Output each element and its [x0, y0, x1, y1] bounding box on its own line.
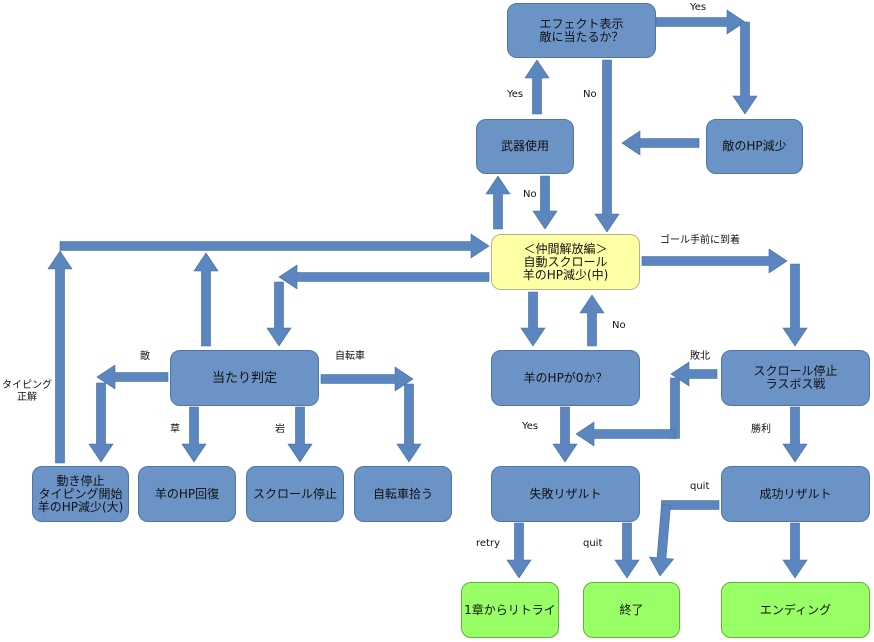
flow-arrow: [181, 406, 207, 463]
flow-arrow: [524, 59, 550, 115]
flow-arrow: [579, 294, 605, 347]
flow-arrow: [655, 9, 746, 35]
label-grass: 草: [170, 424, 180, 435]
node-fail-result: 失敗リザルト: [491, 466, 640, 522]
flow-arrow: [641, 248, 788, 274]
node-auto-scroll: ＜仲間解放編＞ 自動スクロール 羊のHP減少(中): [491, 234, 640, 290]
flow-arrow: [88, 382, 114, 463]
flow-arrow: [278, 264, 490, 290]
label-no-weapon: No: [523, 189, 537, 200]
node-sheep-heal: 羊のHP回復: [138, 466, 236, 522]
label-bike: 自転車: [335, 351, 365, 362]
node-collision: 当たり判定: [170, 350, 319, 406]
node-scroll-stop-boss: スクロール停止 ラスボス戦: [721, 350, 870, 406]
flow-arrow: [649, 504, 675, 577]
label-no-return: No: [612, 320, 626, 331]
node-weapon: 武器使用: [476, 119, 574, 174]
label-retry: retry: [476, 538, 500, 549]
node-scroll-stop: スクロール停止: [246, 466, 344, 522]
node-bike-pickup: 自転車拾う: [354, 466, 452, 522]
label-goal: ゴール手前に到着: [660, 235, 740, 246]
label-quit-success: quit: [690, 481, 710, 492]
flow-arrow: [594, 59, 620, 233]
node-ending: エンディング: [721, 582, 870, 638]
label-victory: 勝利: [751, 424, 771, 435]
flow-arrow: [732, 21, 758, 115]
flow-arrow: [552, 406, 578, 463]
flow-arrow: [782, 522, 808, 579]
node-enemy-hp: 敵のHP減少: [706, 119, 803, 174]
flow-arrow: [532, 175, 558, 230]
flow-arrow: [506, 522, 532, 579]
label-enemy: 敵: [140, 351, 150, 362]
label-yes-fail: Yes: [522, 421, 539, 432]
label-defeat: 敗北: [690, 351, 710, 362]
flow-arrow: [47, 250, 73, 464]
label-quit-fail: quit: [583, 538, 603, 549]
flow-arrow: [193, 252, 219, 347]
flow-arrow: [96, 364, 169, 390]
node-sheep-hp-zero: 羊のHPが0か？: [491, 350, 640, 406]
flow-arrow: [575, 421, 676, 447]
flow-arrow: [59, 233, 490, 259]
node-success-result: 成功リザルト: [721, 466, 870, 522]
flow-arrow: [266, 281, 292, 347]
node-retry: 1章からリトライ: [461, 582, 559, 638]
flow-arrow: [621, 130, 700, 156]
flow-arrow: [782, 406, 808, 463]
flow-arrow: [614, 522, 640, 579]
flow-arrow: [782, 263, 808, 347]
label-yes-top: Yes: [690, 2, 707, 13]
flow-arrow: [396, 383, 422, 463]
node-effect: エフェクト表示 敵に当たるか？: [507, 3, 656, 58]
flow-arrow: [520, 291, 546, 347]
node-end: 終了: [583, 582, 680, 638]
flow-arrow: [287, 406, 313, 463]
label-yes-up: Yes: [507, 89, 524, 100]
flow-arrow: [670, 377, 680, 439]
label-typing-ok: タイピング 正解: [2, 380, 52, 403]
label-no-down: No: [583, 89, 597, 100]
flow-arrow: [320, 366, 414, 392]
flow-arrow: [670, 361, 718, 387]
flow-arrow: [485, 175, 511, 230]
label-rock: 岩: [275, 424, 285, 435]
node-typing: 動き停止 タイピング開始 羊のHP減少(大): [32, 466, 129, 522]
